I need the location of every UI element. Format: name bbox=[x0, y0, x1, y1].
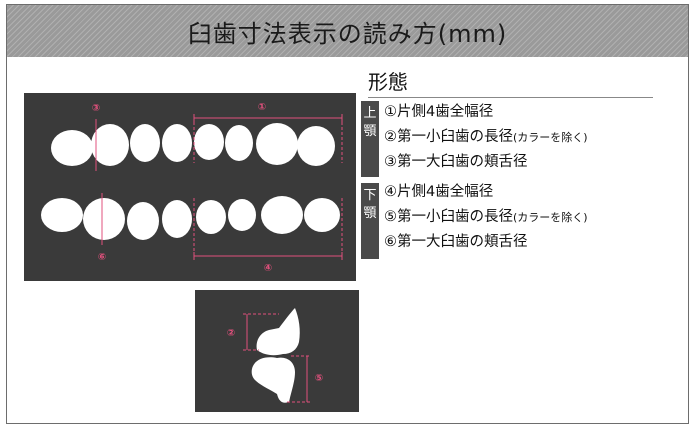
upper-item-note: (カラーを除く) bbox=[513, 131, 588, 144]
lower-tooth bbox=[83, 198, 125, 240]
lower-tooth bbox=[304, 198, 340, 232]
label-upper-molar: ③ bbox=[92, 103, 100, 114]
dentition-svg: ① ③ ⑥ ④ bbox=[41, 102, 343, 274]
upper-jaw-tag-char: 上 bbox=[363, 106, 377, 121]
upper-item-text: ②第一小臼歯の長径 bbox=[384, 129, 513, 145]
label-upper-premolar: ② bbox=[227, 328, 235, 339]
upper-teeth bbox=[51, 123, 335, 166]
lower-premolar-shape bbox=[251, 357, 295, 403]
upper-item: ②第一小臼歯の長径(カラーを除く) bbox=[384, 125, 588, 150]
premolar-side-view: ② ⑤ bbox=[195, 290, 359, 412]
upper-item-text: ③第一大臼歯の頬舌径 bbox=[384, 154, 528, 170]
lower-tooth bbox=[41, 198, 83, 232]
lower-jaw-items: ④片側4歯全幅径 ⑤第一小臼歯の長径(カラーを除く) ⑥第一大臼歯の頬舌径 bbox=[384, 180, 588, 255]
lower-item-text: ⑤第一小臼歯の長径 bbox=[384, 209, 513, 225]
page-title: 臼歯寸法表示の読み方(mm) bbox=[187, 19, 508, 48]
lower-jaw-tag-char: 顎 bbox=[363, 206, 377, 221]
upper-tooth bbox=[162, 124, 192, 162]
premolar-svg: ② ⑤ bbox=[227, 308, 323, 403]
upper-item-text: ①片側4歯全幅径 bbox=[384, 104, 494, 120]
lower-item-text: ④片側4歯全幅径 bbox=[384, 184, 494, 200]
upper-item: ①片側4歯全幅径 bbox=[384, 100, 588, 125]
dentition-diagram: ① ③ ⑥ ④ bbox=[24, 93, 356, 281]
upper-jaw-tag: 上 顎 bbox=[361, 101, 379, 177]
lower-tooth bbox=[228, 199, 256, 231]
upper-item: ③第一大臼歯の頬舌径 bbox=[384, 150, 588, 175]
lower-tooth bbox=[196, 200, 226, 234]
lower-jaw-tag: 下 顎 bbox=[361, 183, 379, 259]
upper-tooth bbox=[256, 123, 298, 165]
lower-item: ⑤第一小臼歯の長径(カラーを除く) bbox=[384, 205, 588, 230]
lower-tooth bbox=[261, 196, 303, 234]
lower-tooth bbox=[162, 200, 192, 238]
lower-item: ⑥第一大臼歯の頬舌径 bbox=[384, 230, 588, 255]
upper-jaw-items: ①片側4歯全幅径 ②第一小臼歯の長径(カラーを除く) ③第一大臼歯の頬舌径 bbox=[384, 100, 588, 175]
label-lower-width: ④ bbox=[264, 263, 272, 274]
upper-premolar-shape bbox=[256, 308, 300, 356]
upper-tooth bbox=[297, 126, 335, 166]
upper-tooth bbox=[194, 124, 224, 160]
upper-tooth bbox=[91, 124, 129, 166]
upper-tooth bbox=[51, 130, 93, 166]
upper-tooth bbox=[225, 125, 253, 161]
lower-jaw-tag-char: 下 bbox=[363, 188, 377, 203]
label-upper-width: ① bbox=[258, 102, 266, 113]
label-lower-premolar: ⑤ bbox=[315, 373, 323, 384]
header-bar: 臼歯寸法表示の読み方(mm) bbox=[7, 5, 688, 57]
lower-teeth bbox=[41, 196, 340, 240]
lower-tooth bbox=[127, 202, 159, 240]
label-lower-molar: ⑥ bbox=[98, 252, 106, 263]
lower-item-text: ⑥第一大臼歯の頬舌径 bbox=[384, 234, 528, 250]
upper-tooth bbox=[130, 124, 160, 162]
upper-jaw-tag-char: 顎 bbox=[363, 124, 377, 139]
lower-item-note: (カラーを除く) bbox=[513, 211, 588, 224]
section-title: 形態 bbox=[368, 70, 408, 94]
lower-item: ④片側4歯全幅径 bbox=[384, 180, 588, 205]
section-divider bbox=[368, 97, 653, 98]
